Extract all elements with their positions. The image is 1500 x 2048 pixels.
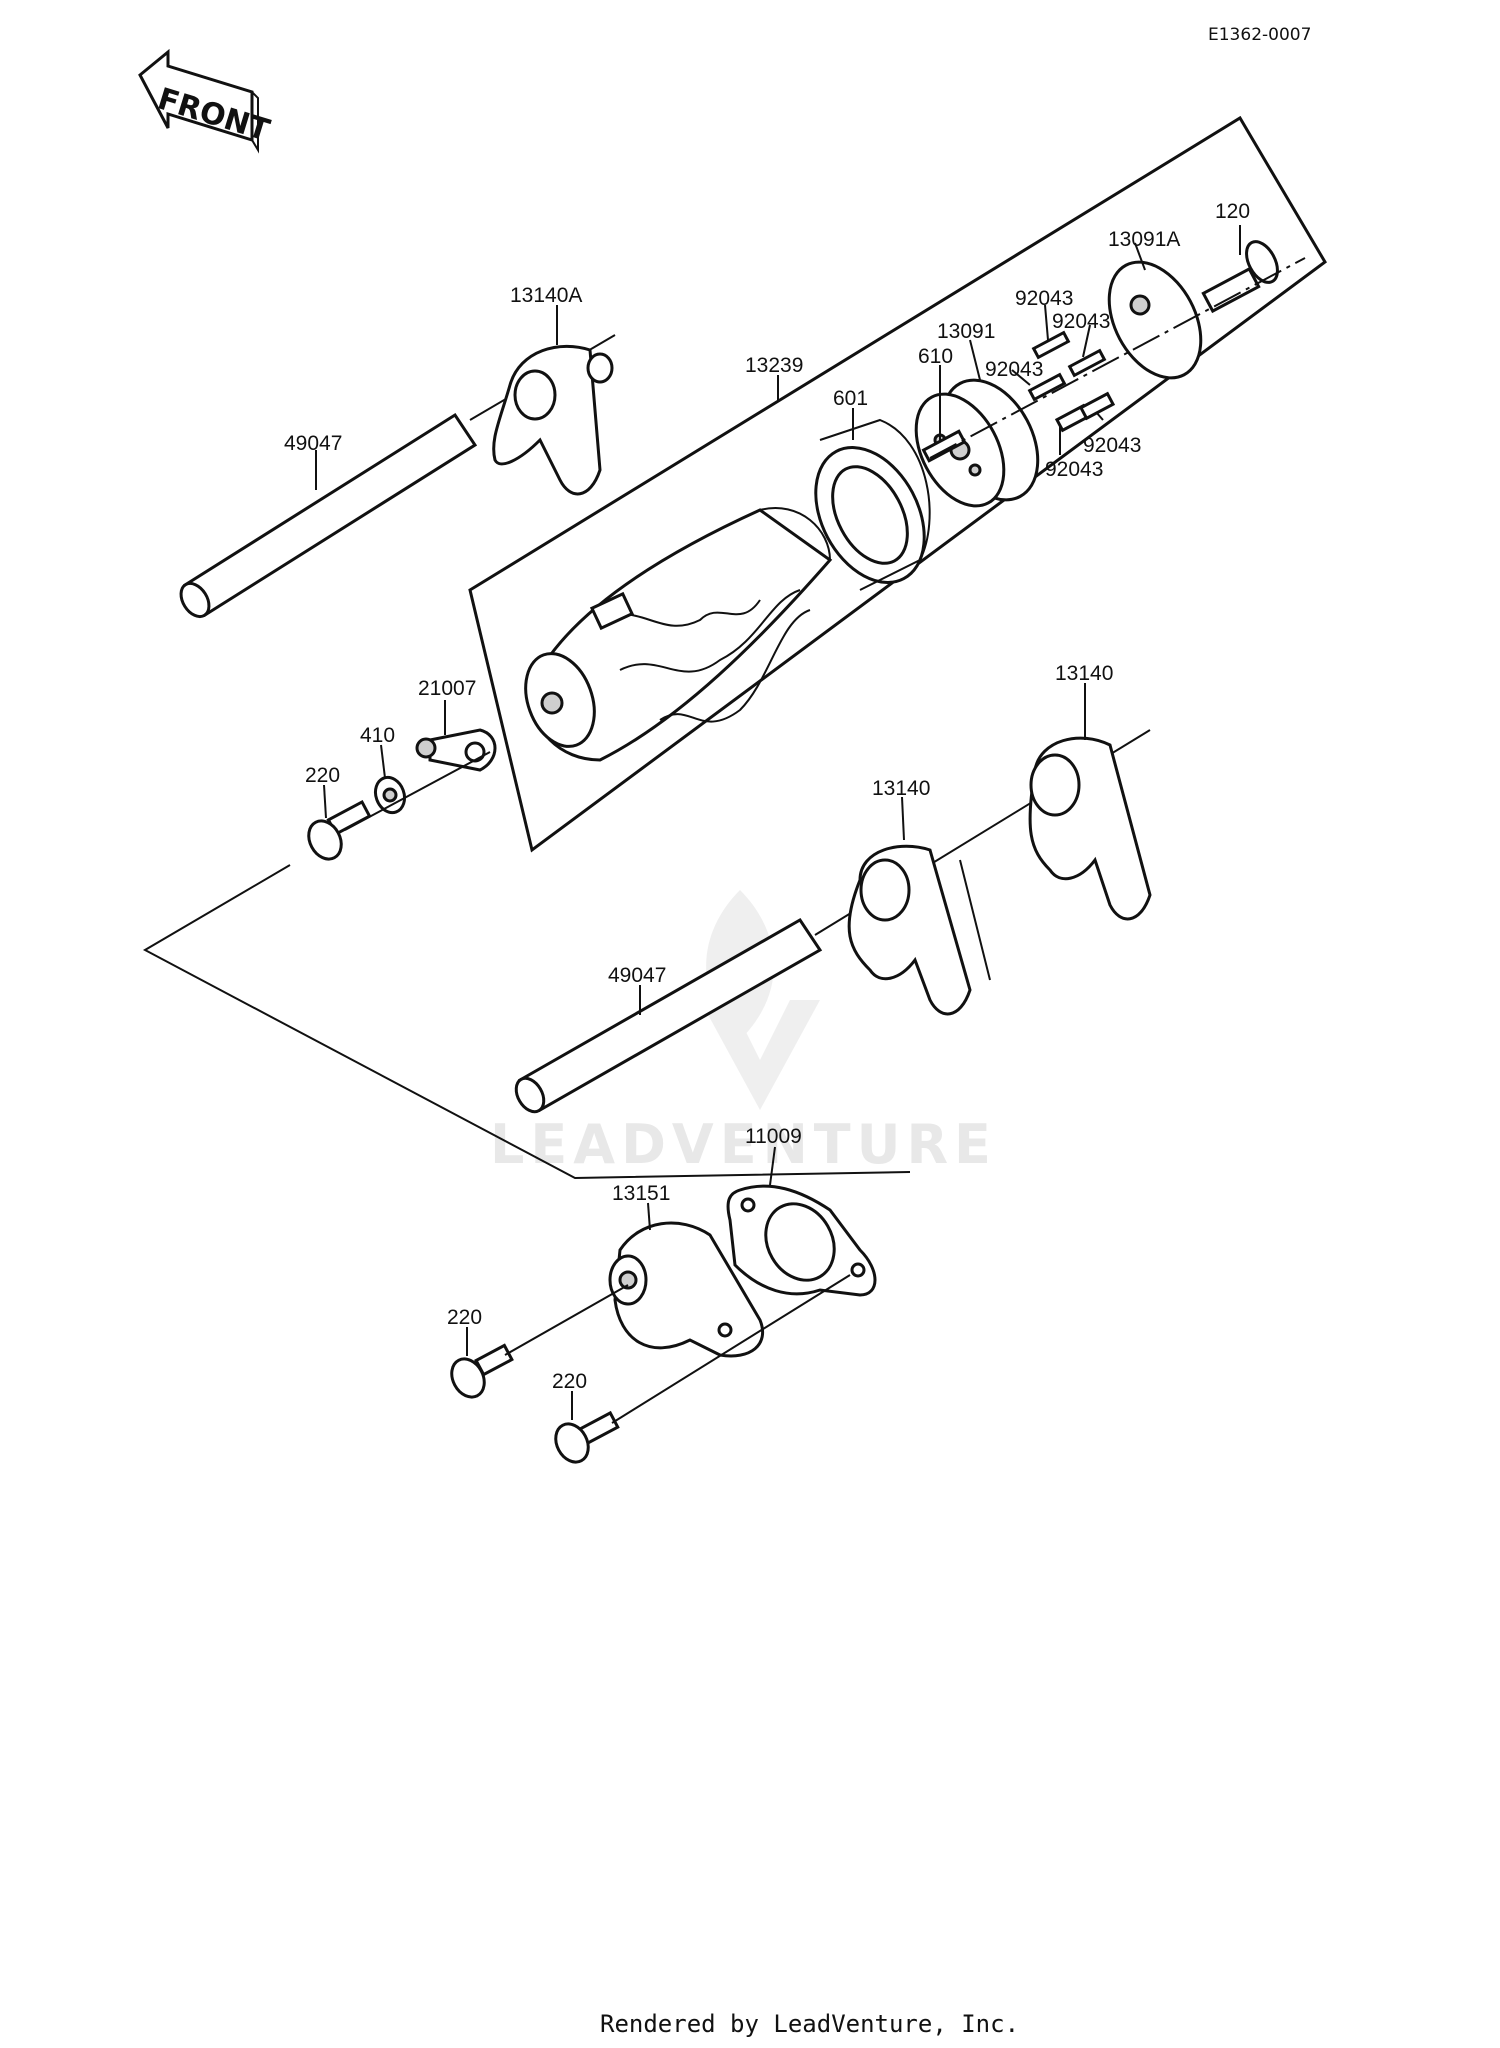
cam-plate: [1107, 260, 1203, 380]
callout-13140-right: 13140: [1055, 662, 1113, 685]
footer-credit: Rendered by LeadVenture, Inc.: [600, 2010, 1019, 2038]
callout-220-top: 220: [305, 764, 340, 787]
bearing: [814, 418, 931, 591]
callout-13151: 13151: [612, 1182, 670, 1205]
shift-drum: [524, 507, 833, 762]
callout-13239: 13239: [745, 354, 803, 377]
gasket-11009: [726, 1184, 877, 1297]
callout-13091: 13091: [937, 320, 995, 343]
diagram-code: E1362-0007: [1208, 25, 1311, 45]
callout-11009: 11009: [745, 1125, 802, 1148]
shift-drum-frame: [468, 115, 1327, 853]
callout-410: 410: [360, 724, 395, 747]
bolt-220-top: [307, 799, 372, 861]
callout-610: 610: [918, 345, 953, 368]
bolt-120: [1201, 240, 1279, 314]
holder-13151: [608, 1221, 765, 1358]
drum-plate: [914, 378, 1040, 508]
bolt-220-bottom: [554, 1410, 620, 1464]
bolt-220-left: [450, 1343, 514, 1399]
pin-610: [921, 429, 967, 463]
callout-120: 120: [1215, 200, 1250, 223]
callout-92043: 92043: [1052, 310, 1110, 333]
callout-21007: 21007: [418, 677, 476, 700]
watermark-text: LEADVENTURE: [490, 1113, 997, 1176]
callout-49047-bottom: 49047: [608, 964, 666, 987]
callouts: 120 13091A 92043 92043 92043 92043 92043…: [284, 200, 1250, 1393]
callout-92043: 92043: [1083, 434, 1141, 457]
callout-49047-top: 49047: [284, 432, 342, 455]
shift-fork-13140-right: [1028, 736, 1152, 921]
callout-13091a: 13091A: [1108, 228, 1180, 251]
leader-lines: [315, 225, 1241, 1420]
callout-92043: 92043: [1045, 458, 1103, 481]
shift-fork-13140-mid: [847, 844, 991, 1016]
drum-pin-21007: [415, 728, 497, 772]
callout-220-bottom: 220: [552, 1370, 587, 1393]
callout-220-left: 220: [447, 1306, 482, 1329]
callout-13140a: 13140A: [510, 284, 582, 307]
callout-92043: 92043: [985, 358, 1043, 381]
callout-601: 601: [833, 387, 868, 410]
dowel-pins: [1027, 330, 1116, 433]
callout-13140-mid: 13140: [872, 777, 930, 800]
front-arrow-icon: FRONT: [138, 48, 274, 154]
shift-fork-13140a: [492, 344, 614, 496]
callout-92043: 92043: [1015, 287, 1073, 310]
washer-410: [373, 775, 407, 815]
